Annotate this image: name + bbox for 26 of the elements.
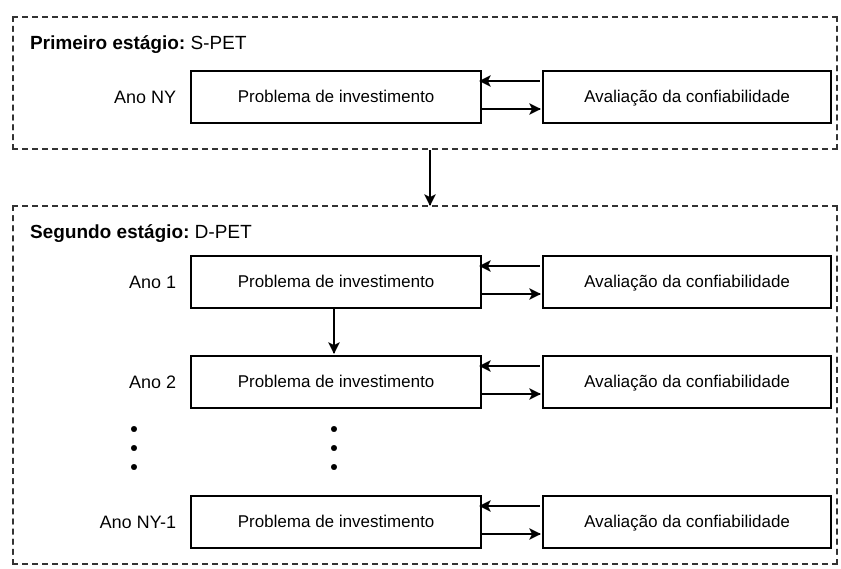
arrow [479, 360, 540, 372]
process-box: Problema de investimento [190, 255, 482, 309]
year-label: Ano NY [114, 86, 176, 108]
process-box: Avaliação da confiabilidade [542, 355, 832, 409]
process-box: Problema de investimento [190, 70, 482, 124]
arrow [479, 260, 540, 272]
arrow [480, 288, 541, 300]
stage-panel [12, 205, 838, 565]
arrow [479, 75, 540, 87]
stage-title: Primeiro estágio: S-PET [30, 32, 246, 56]
year-label: Ano 1 [128, 270, 176, 294]
arrow [480, 388, 541, 400]
stage-title: Segundo estágio: D-PET [30, 221, 252, 245]
arrow [480, 103, 541, 115]
process-box: Avaliação da confiabilidade [542, 255, 832, 309]
process-box: Problema de investimento [190, 495, 482, 549]
year-label: Ano NY-1 [100, 510, 176, 534]
arrow [328, 307, 340, 354]
year-label: Ano 2 [128, 370, 176, 394]
arrow [479, 500, 540, 512]
arrow [424, 150, 436, 206]
arrow [480, 528, 541, 540]
process-box: Avaliação da confiabilidade [542, 495, 832, 549]
process-box: Avaliação da confiabilidade [542, 70, 832, 124]
stage-panel [12, 16, 838, 150]
process-box: Problema de investimento [190, 355, 482, 409]
